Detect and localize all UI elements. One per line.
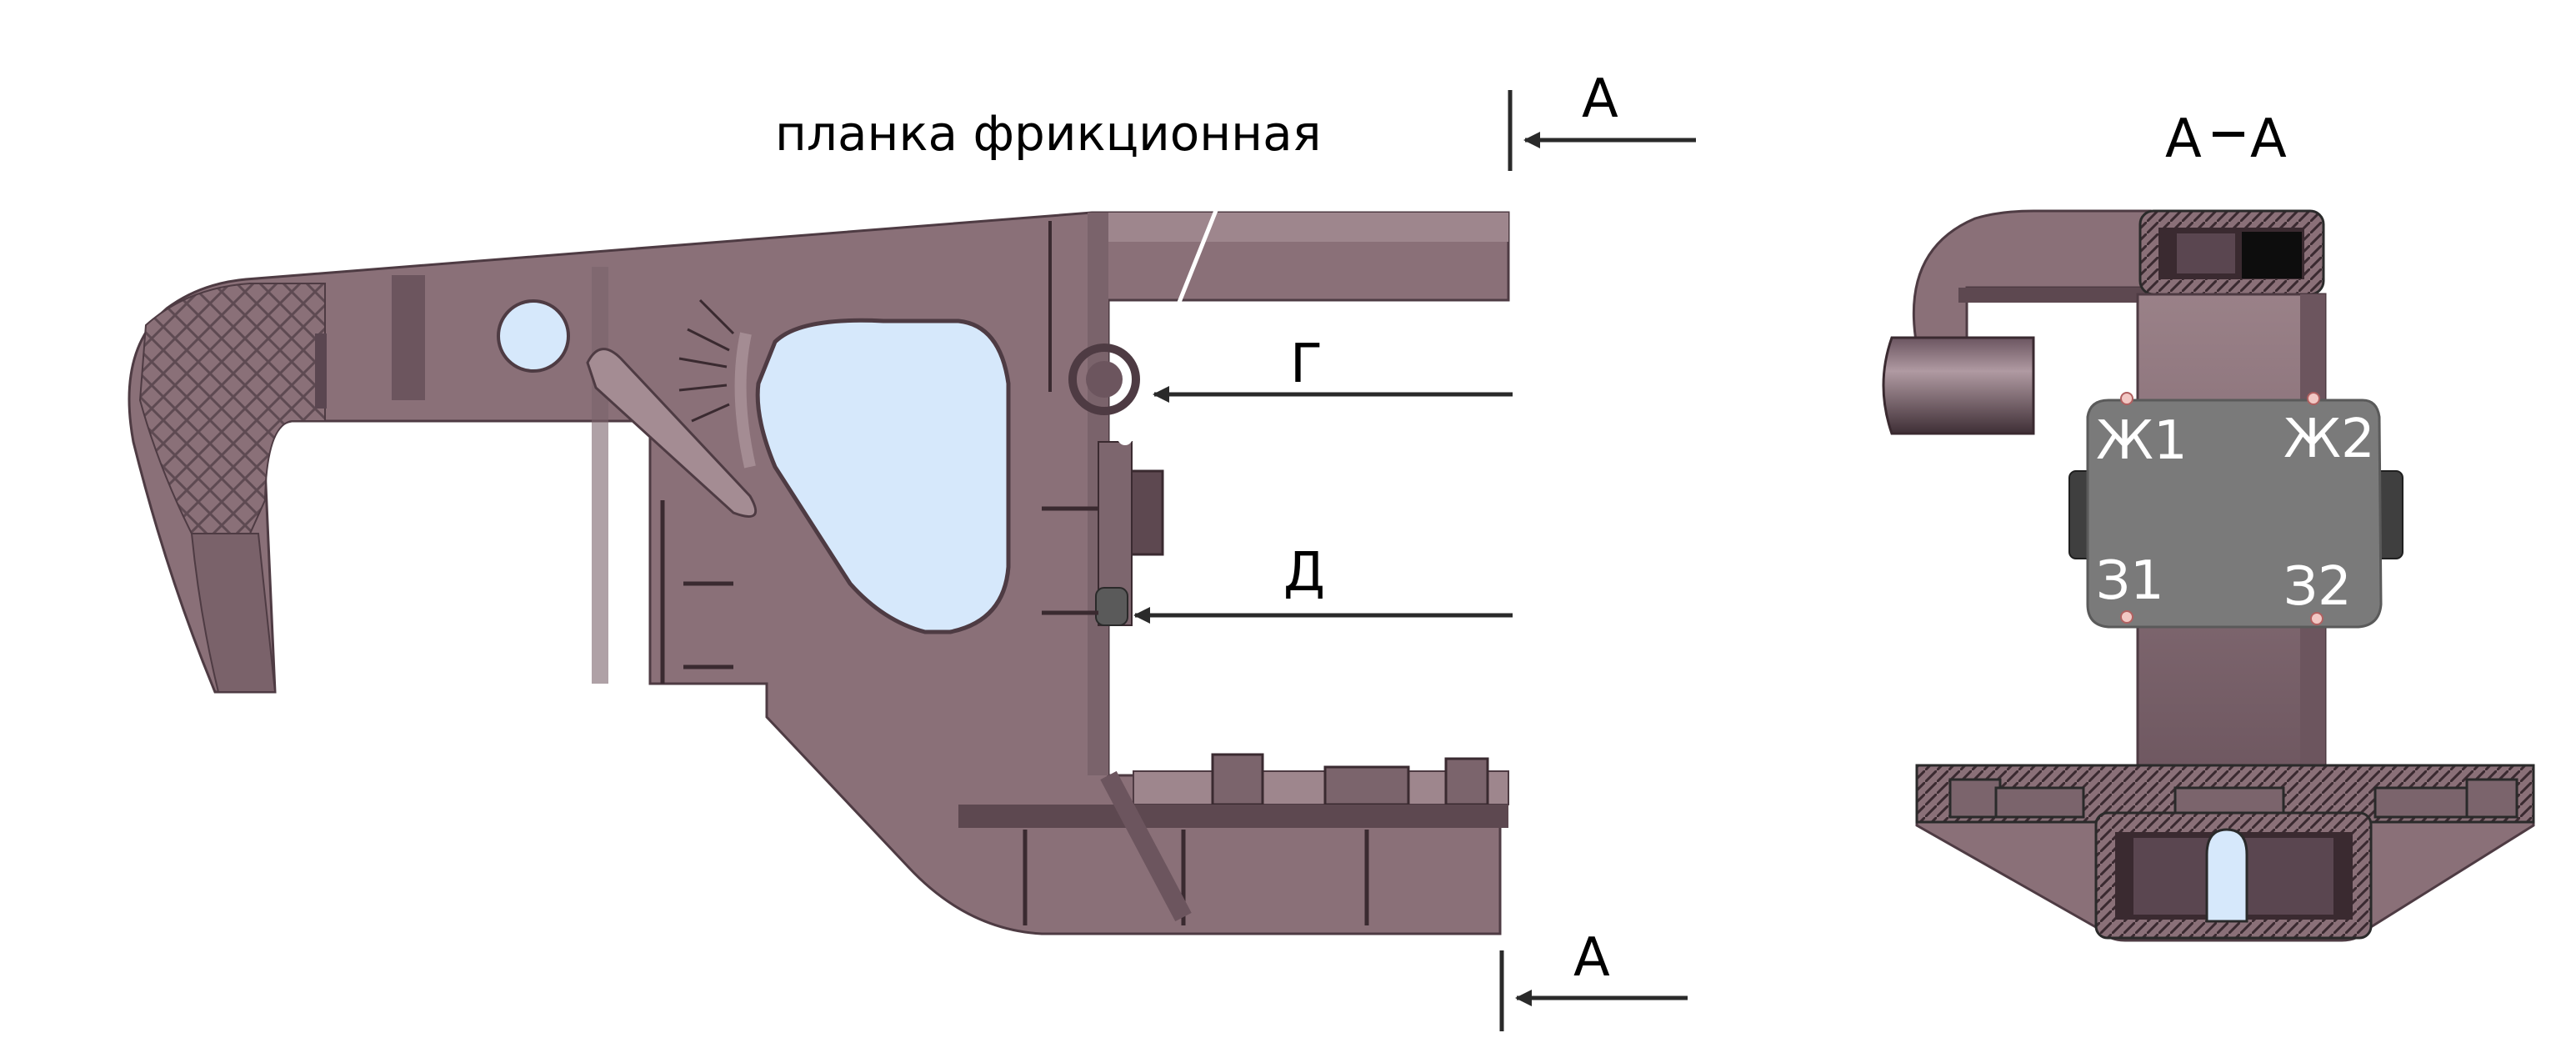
top-profile-black [2242, 232, 2302, 278]
ring-g-inner [1086, 361, 1123, 398]
point-z1-marker [2120, 610, 2133, 624]
left-lower-ribs [660, 500, 733, 684]
ring-g [1068, 343, 1140, 415]
large-window [755, 318, 1011, 634]
point-zh2-label: Ж2 [2283, 409, 2375, 470]
lower-plate-band [958, 805, 1508, 828]
rib-lines [678, 298, 735, 423]
section-hook-cylinder [1882, 336, 2035, 435]
diagonal-rib [586, 348, 758, 518]
side-view: планка фрикционная А А Г Д [128, 68, 1696, 1031]
section-title-left: А [2165, 108, 2202, 170]
point-z1-label: З1 [2096, 550, 2164, 612]
section-title-dash [2213, 132, 2244, 137]
upper-flange [1100, 213, 1508, 242]
lower-bosses [1211, 753, 1489, 806]
bottom-slot [2205, 828, 2248, 923]
callout-label: планка фрикционная [775, 105, 1322, 162]
bumper-d [1095, 587, 1128, 626]
web-shade [592, 267, 608, 684]
point-z2-label: З2 [2283, 556, 2352, 618]
point-z2-marker [2310, 612, 2323, 625]
section-hook [1912, 209, 2152, 348]
measurement-points [2120, 392, 2323, 625]
callout-dot [1118, 430, 1133, 445]
round-hole [497, 299, 570, 373]
grip-rib [392, 275, 425, 400]
top-profile-shine [2177, 233, 2235, 273]
knurled-grip [138, 283, 326, 534]
friction-plate [1128, 469, 1164, 556]
point-zh1-marker [2120, 392, 2133, 405]
point-label-g: Г [1290, 333, 1323, 395]
hook-ledge [1958, 288, 2150, 303]
section-label-bottom: А [1573, 927, 1610, 989]
grip-lower [190, 533, 277, 693]
point-label-d: Д [1283, 542, 1325, 604]
point-zh2-marker [2307, 392, 2320, 405]
section-label-top: А [1582, 68, 1618, 130]
window-rim [734, 332, 756, 469]
section-title-right: А [2250, 108, 2287, 170]
section-view: А А Ж1 Ж2 З1 З2 [1882, 108, 2535, 942]
lower-diagonal [1100, 770, 1192, 922]
section-friction-plate [2086, 399, 2383, 629]
point-zh1-label: Ж1 [2096, 410, 2188, 472]
callout-leader [1123, 208, 1219, 439]
grip-rib [315, 333, 327, 409]
